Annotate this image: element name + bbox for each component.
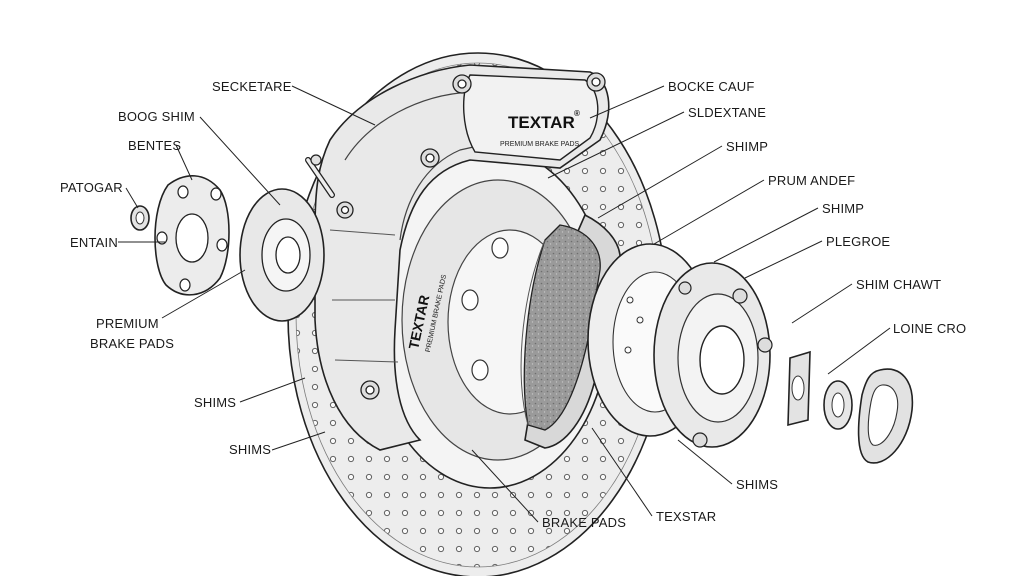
washer-right: [823, 380, 853, 430]
label-prum-andef: PRUM ANDEF: [768, 173, 855, 188]
labels-left: SECKETARE BOOG SHIM BENTES PATOGAR ENTAI…: [60, 79, 292, 457]
clip-right: [787, 350, 811, 427]
label-bentes: BENTES: [128, 138, 181, 153]
label-shims-left-upper: SHIMS: [194, 395, 236, 410]
labels-bottom: SHIMS TEXSTAR BRAKE PADS: [542, 477, 778, 530]
label-shims-left-lower: SHIMS: [229, 442, 271, 457]
washer-left: [130, 205, 150, 231]
label-boog-shim: BOOG SHIM: [118, 109, 195, 124]
caliper-brand-top: TEXTAR ® PREMIUM BRAKE PADS: [500, 109, 580, 148]
brand-name-top: TEXTAR: [508, 113, 575, 132]
label-brake-pads-left: BRAKE PADS: [90, 336, 174, 351]
label-loine-cro: LOINE CRO: [893, 321, 966, 336]
bleeder-valve: [305, 154, 335, 198]
label-sldextane: SLDEXTANE: [688, 105, 766, 120]
labels-right: BOCKE CAUF SLDEXTANE SHIMP PRUM ANDEF SH…: [668, 79, 966, 336]
label-patogar: PATOGAR: [60, 180, 123, 195]
brake-caliper: [305, 64, 610, 451]
leader-lines: [118, 85, 891, 523]
wheel-hub: [653, 262, 773, 448]
brand-tagline-top: PREMIUM BRAKE PADS: [500, 141, 580, 148]
flange-plate-left: [154, 175, 230, 296]
label-shims-bottom: SHIMS: [736, 477, 778, 492]
label-shimp-lower: SHIMP: [822, 201, 864, 216]
label-plegroe: PLEGROE: [826, 234, 890, 249]
label-shim-chawt: SHIM CHAWT: [856, 277, 941, 292]
label-entain: ENTAIN: [70, 235, 118, 250]
label-brake-pads-bottom: BRAKE PADS: [542, 515, 626, 530]
label-secketare: SECKETARE: [212, 79, 292, 94]
label-bocke-cauf: BOCKE CAUF: [668, 79, 755, 94]
bearing-hub-left: [239, 188, 325, 322]
seal-ring-right: [857, 368, 914, 464]
brand-registered-mark: ®: [574, 109, 580, 118]
label-shimp-upper: SHIMP: [726, 139, 768, 154]
label-texstar: TEXSTAR: [656, 509, 716, 524]
brake-pad: [520, 213, 621, 449]
caliper-bolts: [336, 72, 606, 400]
label-premium: PREMIUM: [96, 316, 159, 331]
